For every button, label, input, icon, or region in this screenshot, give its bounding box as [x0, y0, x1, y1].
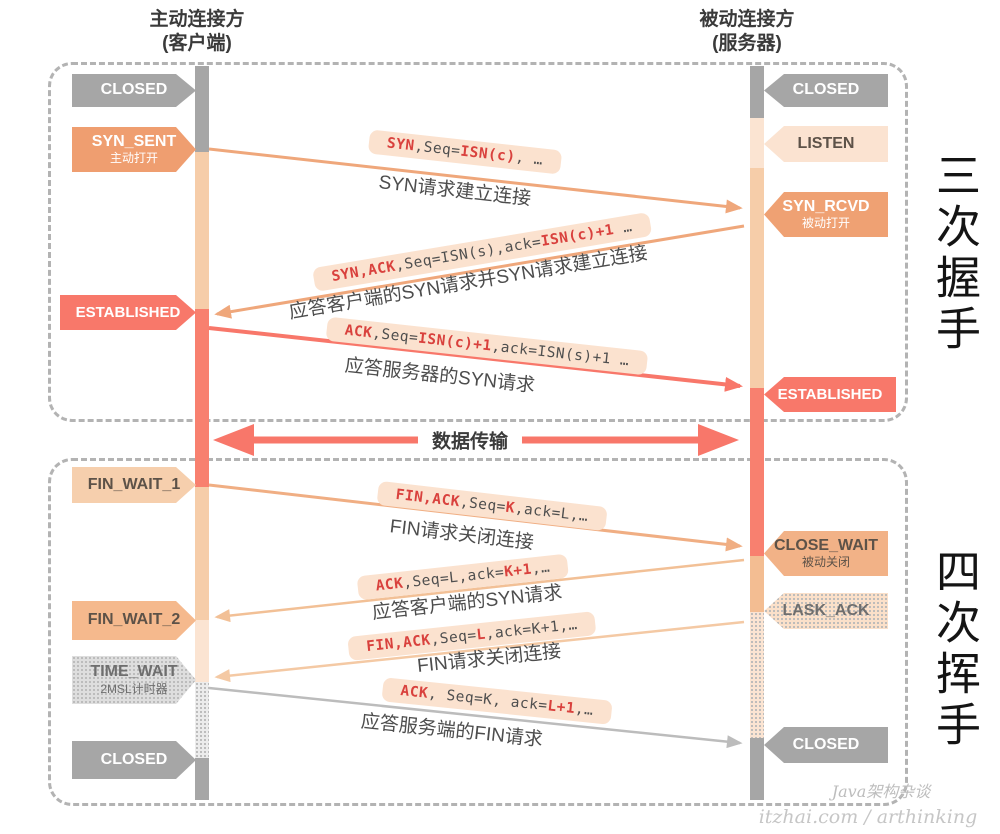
client-timeline-seg-established	[195, 309, 209, 487]
state-sublabel: 2MSL计时器	[100, 681, 168, 696]
state-server-established: ESTABLISHED	[764, 377, 896, 412]
state-label: ESTABLISHED	[75, 303, 181, 321]
client-sub-label: (客户端)	[162, 32, 232, 54]
three-way-handshake-label: 三次握手	[929, 152, 980, 356]
state-client-fin-wait-1: FIN_WAIT_1	[72, 467, 196, 503]
client-timeline-seg-closed	[195, 66, 209, 152]
state-label: CLOSED	[100, 81, 168, 99]
state-label: LASK_ACK	[782, 601, 870, 619]
client-timeline-seg-finwait1	[195, 487, 209, 620]
server-sub-label: (服务器)	[712, 32, 782, 54]
state-label: TIME_WAIT	[90, 663, 178, 681]
client-timeline-seg-timewait	[195, 682, 209, 758]
state-client-closed-2: CLOSED	[72, 741, 196, 779]
state-server-lask-ack: LASK_ACK	[764, 593, 888, 629]
state-server-closed-1: CLOSED	[764, 74, 888, 107]
client-header: 主动连接方 (客户端)	[97, 8, 297, 56]
four-way-wave-box	[48, 458, 908, 806]
state-server-closed-2: CLOSED	[764, 727, 888, 763]
server-timeline-seg-listen	[750, 118, 764, 168]
server-header: 被动连接方 (服务器)	[647, 8, 847, 56]
state-label: CLOSED	[792, 735, 860, 753]
client-timeline-seg-closed2	[195, 758, 209, 800]
state-client-syn-sent: SYN_SENT 主动打开	[72, 127, 196, 172]
server-timeline-seg-closed	[750, 66, 764, 118]
state-label: CLOSE_WAIT	[773, 536, 878, 554]
four-way-wave-label: 四次挥手	[929, 548, 980, 752]
client-role-label: 主动连接方	[149, 9, 245, 30]
client-timeline-seg-finwait2	[195, 620, 209, 682]
state-label: ESTABLISHED	[777, 385, 883, 403]
state-label: FIN_WAIT_2	[87, 611, 181, 629]
data-transfer-label: 数据传输	[417, 424, 523, 456]
state-client-closed-1: CLOSED	[72, 74, 196, 107]
three-way-handshake-box	[48, 62, 908, 422]
state-label: CLOSED	[792, 81, 860, 99]
client-timeline-seg-synsent	[195, 152, 209, 309]
server-timeline-seg-established	[750, 388, 764, 556]
watermark-brand: Java架构杂谈	[831, 782, 931, 801]
server-role-label: 被动连接方	[699, 9, 795, 30]
watermark-site: itzhai.com / arthinking	[758, 806, 978, 828]
state-sublabel: 被动打开	[801, 216, 850, 231]
state-server-close-wait: CLOSE_WAIT 被动关闭	[764, 531, 888, 576]
state-label: LISTEN	[797, 134, 855, 152]
state-sublabel: 主动打开	[109, 151, 158, 166]
state-sublabel: 被动关闭	[801, 555, 850, 570]
state-client-established: ESTABLISHED	[60, 295, 196, 330]
state-label: CLOSED	[100, 750, 168, 768]
state-server-syn-rcvd: SYN_RCVD 被动打开	[764, 192, 888, 237]
server-timeline-seg-synrcvd	[750, 168, 764, 388]
state-label: SYN_SENT	[91, 132, 177, 150]
state-client-time-wait: TIME_WAIT 2MSL计时器	[72, 656, 196, 704]
state-label: FIN_WAIT_1	[87, 475, 181, 493]
state-client-fin-wait-2: FIN_WAIT_2	[72, 601, 196, 640]
data-transfer-left-arrowhead	[213, 424, 254, 456]
state-server-listen: LISTEN	[764, 126, 888, 162]
data-transfer-right-arrowhead	[698, 424, 739, 456]
state-label: SYN_RCVD	[782, 197, 870, 215]
server-timeline-seg-closed2	[750, 738, 764, 800]
server-timeline-seg-closewait	[750, 556, 764, 612]
server-timeline-seg-lastack	[750, 612, 764, 738]
